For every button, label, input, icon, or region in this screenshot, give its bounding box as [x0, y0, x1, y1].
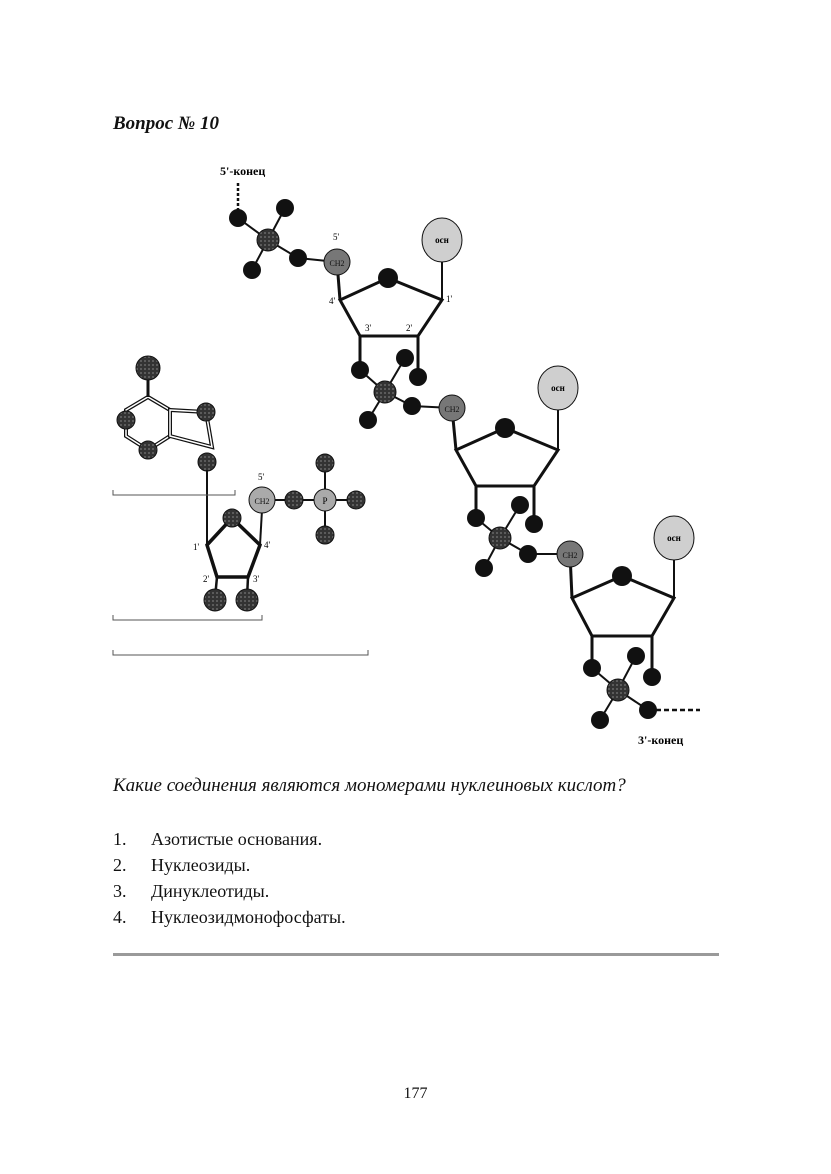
nucleic-acid-diagram: 5'-конец CH2 5' 4' 1' 3' 2'	[112, 164, 700, 747]
svg-text:P: P	[322, 496, 327, 506]
ch2-group	[323, 248, 351, 276]
chain-nucleotide-1: CH2 5' 4' 1' 3' 2' осн	[229, 199, 463, 386]
answer-option-4[interactable]: 4.Нуклеозидмонофосфаты.	[113, 907, 346, 927]
svg-text:осн: осн	[551, 383, 565, 393]
five-prime-end-label: 5'-конец	[220, 164, 265, 178]
base-circle	[421, 217, 463, 263]
svg-text:CH2: CH2	[254, 497, 269, 506]
three-prime-end-label: 3'-конец	[638, 733, 683, 747]
svg-text:CH2: CH2	[329, 259, 344, 268]
svg-text:осн: осн	[667, 533, 681, 543]
svg-text:2': 2'	[406, 323, 413, 333]
answer-option-1[interactable]: 1.Азотистые основания.	[113, 829, 323, 849]
question-title: Вопрос № 10	[113, 113, 220, 134]
svg-text:2': 2'	[203, 574, 210, 584]
svg-text:CH2: CH2	[562, 551, 577, 560]
answer-list: 1.Азотистые основания. 2.Нуклеозиды. 3.Д…	[113, 826, 346, 930]
answer-option-2[interactable]: 2.Нуклеозиды.	[113, 855, 251, 875]
chain-nucleotide-2: CH2 осн	[438, 365, 579, 533]
question-text: Какие соединения являются мономерами нук…	[113, 775, 626, 796]
page-number: 177	[403, 1085, 428, 1102]
svg-text:1': 1'	[193, 542, 200, 552]
svg-text:CH2: CH2	[444, 405, 459, 414]
chain-nucleotide-3: CH2 осн	[556, 515, 695, 686]
section-divider	[113, 953, 719, 956]
svg-text:4': 4'	[329, 296, 336, 306]
svg-text:5': 5'	[258, 472, 265, 482]
svg-text:5': 5'	[333, 232, 340, 242]
answer-option-3[interactable]: 3.Динуклеотиды.	[113, 881, 270, 901]
svg-text:1': 1'	[446, 294, 453, 304]
svg-text:4': 4'	[264, 540, 271, 550]
chain-phosphate-2	[351, 349, 453, 429]
svg-text:3': 3'	[365, 323, 372, 333]
phosphorus-atom	[256, 228, 280, 252]
chain-phosphate-4	[583, 647, 700, 729]
left-nucleotide: 1' 4' 2' 3' CH2 5' P	[112, 355, 369, 656]
chain-phosphate-3	[467, 496, 570, 577]
svg-text:осн: осн	[435, 235, 449, 245]
svg-text:3': 3'	[253, 574, 260, 584]
